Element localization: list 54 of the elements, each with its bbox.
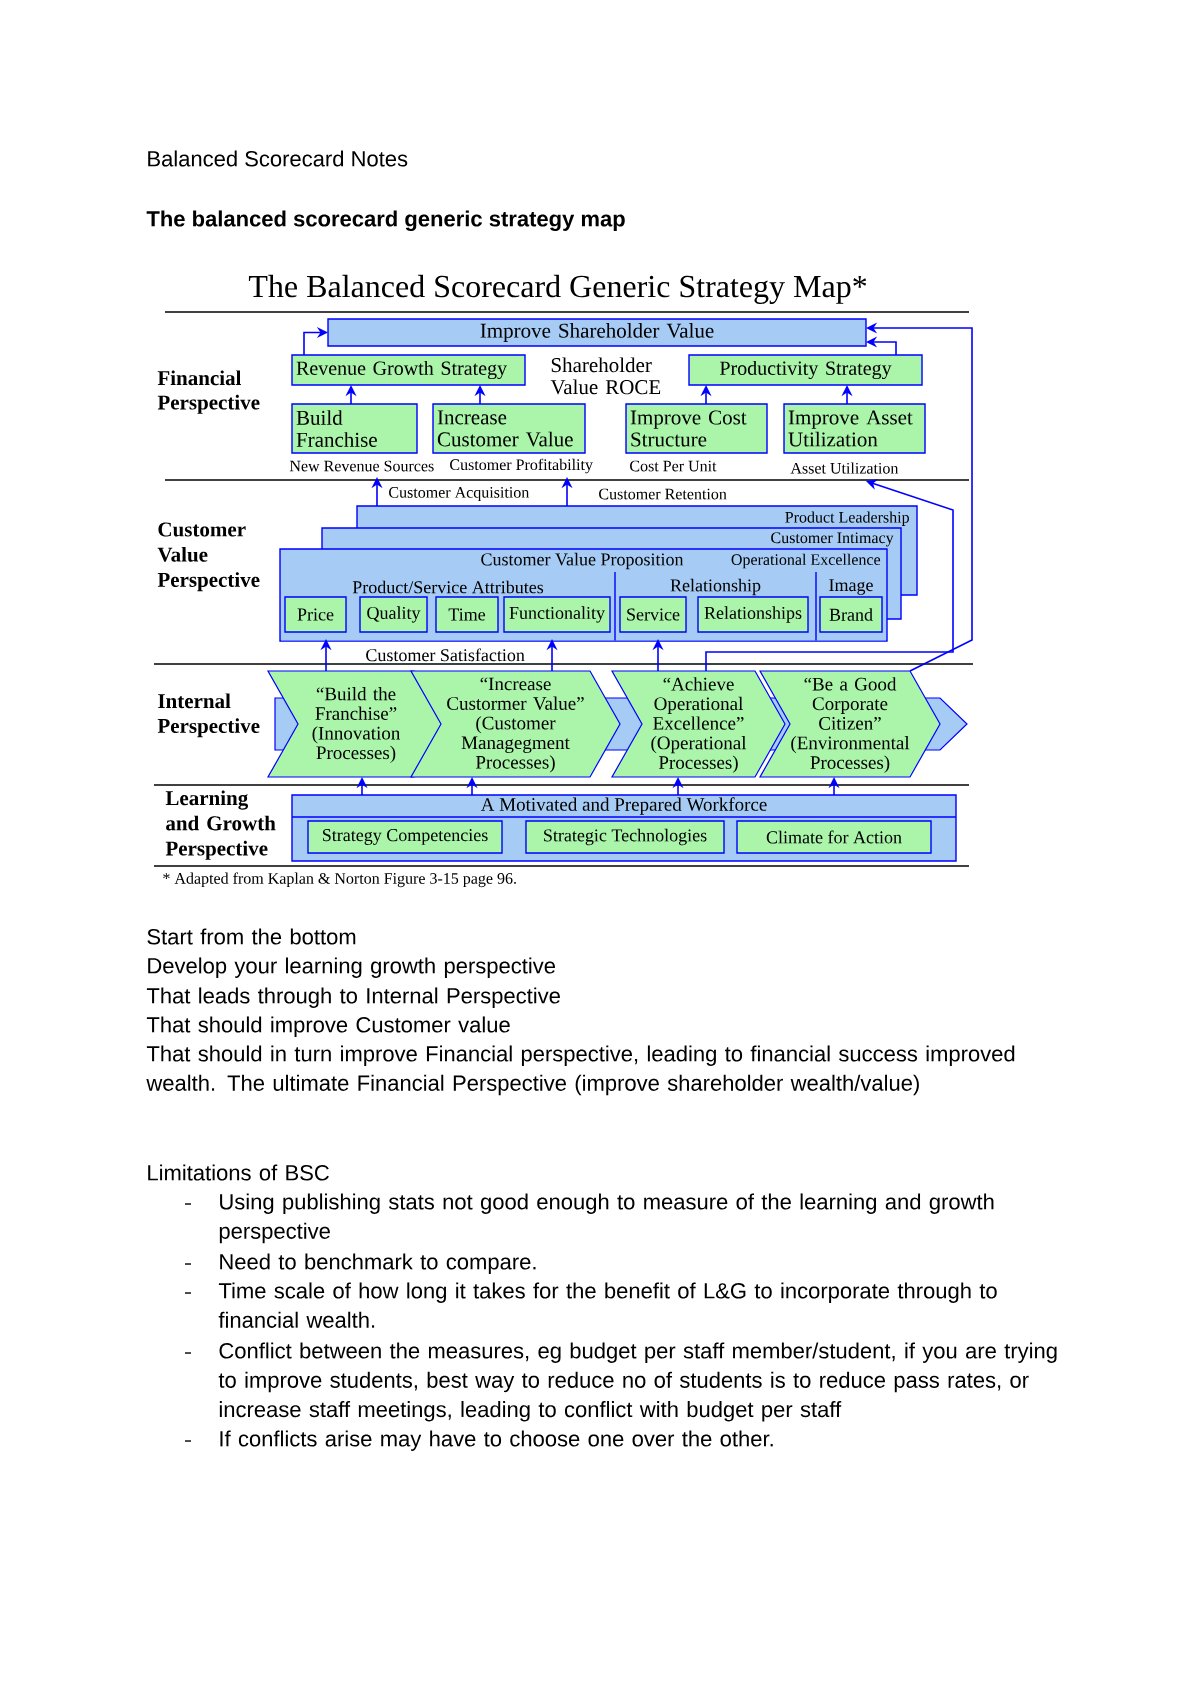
process-step: “Achieve Operational Excellence” (Operational Processes) [610, 670, 786, 778]
attribute-box: Brand [819, 596, 883, 633]
attribute-box: Service [619, 596, 687, 633]
bullet-text: Conflict between the measures, eg budget per staff member/student, if you are trying to improve students, best way to reduce no of students is to reduce pass rates, or increase staff meetings, leading to conflict with budget per staff [218, 1342, 1057, 1422]
strategy-box: Productivity Strategy [688, 354, 923, 386]
node-label: Relationship [670, 578, 761, 596]
process-step: “Be a Good Corporate Citizen” (Environmental Processes) [759, 670, 941, 778]
bullet-text: If conflicts arise may have to choose one over the other. [220, 1430, 773, 1451]
measure-label: Customer Profitability [450, 458, 593, 474]
goal-box: Improve Shareholder Value [327, 318, 867, 347]
diagram-title: The Balanced Scorecard Generic Strategy Map* [248, 274, 867, 304]
measure-label: Asset Utilization [790, 462, 899, 474]
perspective-label: Learning and Growth Perspective [165, 790, 276, 860]
flow-label: Customer Satisfaction [366, 648, 525, 662]
node-label: Product Leadership [785, 511, 909, 526]
bullet-text: Time scale of how long it takes for the benefit of L&G to incorporate through to financial wealth. [218, 1282, 997, 1328]
footnote: * Adapted from Kaplan & Norton Figure 3-15 page 96. [163, 872, 516, 888]
bullet-text: Need to benchmark to compare. [220, 1253, 536, 1274]
objective-box: Build Franchise [291, 403, 418, 454]
bullet-text: Using publishing stats not good enough to measure of the learning and growth perspective [219, 1193, 994, 1244]
subheading: Limitations of BSC [148, 1164, 329, 1181]
note-text: That should in turn improve Financial perspective, leading to financial success improved wealth. The ultimate Financial Perspective (improve shareholder wealth/value) [146, 1045, 1015, 1096]
objective-box: Improve Cost Structure [625, 403, 768, 454]
attribute-box: Quality [359, 596, 428, 633]
attribute-box: Functionality [503, 596, 611, 633]
subheading: The balanced scorecard generic strategy map [146, 210, 625, 231]
node-label: Image [829, 579, 873, 595]
process-step: “Build the Franchise” (Innovation Processes) [266, 670, 445, 778]
objective-box: Increase Customer Value [432, 403, 586, 454]
objective-box: Improve Asset Utilization [783, 403, 926, 454]
perspective-label: Financial Perspective [157, 370, 260, 414]
measure-label: New Revenue Sources [289, 460, 434, 472]
node-label: Customer Intimacy [771, 532, 894, 547]
note-text: That should improve Customer value [146, 1016, 510, 1037]
attribute-box: Time [435, 596, 499, 633]
note-text: Start from the bottom [147, 928, 356, 945]
capability-box: Strategy Competencies [307, 820, 503, 854]
edge-label: Customer Retention [596, 486, 729, 502]
capability-box: Climate for Action [736, 820, 932, 854]
perspective-label: Customer Value Perspective [157, 522, 260, 592]
capability-box: Strategic Technologies [525, 820, 725, 854]
node-label: Product/Service Attributes [352, 580, 544, 594]
measure-label: Cost Per Unit [630, 460, 717, 472]
page-heading: Balanced Scorecard Notes [148, 150, 408, 167]
arrow [705, 479, 954, 672]
strategy-box: Revenue Growth Strategy [291, 354, 526, 386]
note-text: That leads through to Internal Perspective [146, 987, 560, 1008]
arrow [303, 326, 328, 356]
attribute-box: Relationships [697, 596, 809, 633]
attribute-box: Price [284, 596, 347, 633]
note-label: Shareholder Value ROCE [550, 357, 661, 395]
note-text: Develop your learning growth perspective [148, 957, 555, 978]
edge-label: Customer Acquisition [386, 485, 532, 503]
process-step: “Increase Custormer Value” (Customer Managegment Processes) [409, 670, 621, 778]
